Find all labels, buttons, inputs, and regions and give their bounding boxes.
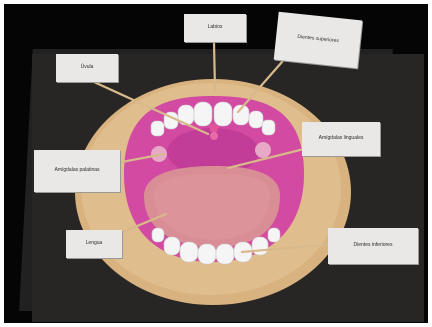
label-labios: Labios bbox=[184, 14, 246, 42]
stick-labios bbox=[214, 42, 215, 90]
uvula-tip bbox=[210, 132, 218, 140]
label-uvula: Úvula bbox=[56, 54, 118, 82]
label-amigdalas-palatinas: Amígdalas palatinas bbox=[34, 150, 120, 192]
label-dientes-inferiores: Dientes inferiores bbox=[328, 228, 418, 264]
label-lengua: Lengua bbox=[66, 230, 122, 258]
palatine-tonsil-right bbox=[255, 142, 271, 158]
mouth-model-photo: Labios Úvula Dientes superiores Amígdala… bbox=[4, 4, 428, 323]
label-amigdalas-linguales: Amígdalas linguales bbox=[302, 122, 380, 156]
label-dientes-superiores: Dientes superiores bbox=[274, 12, 363, 69]
